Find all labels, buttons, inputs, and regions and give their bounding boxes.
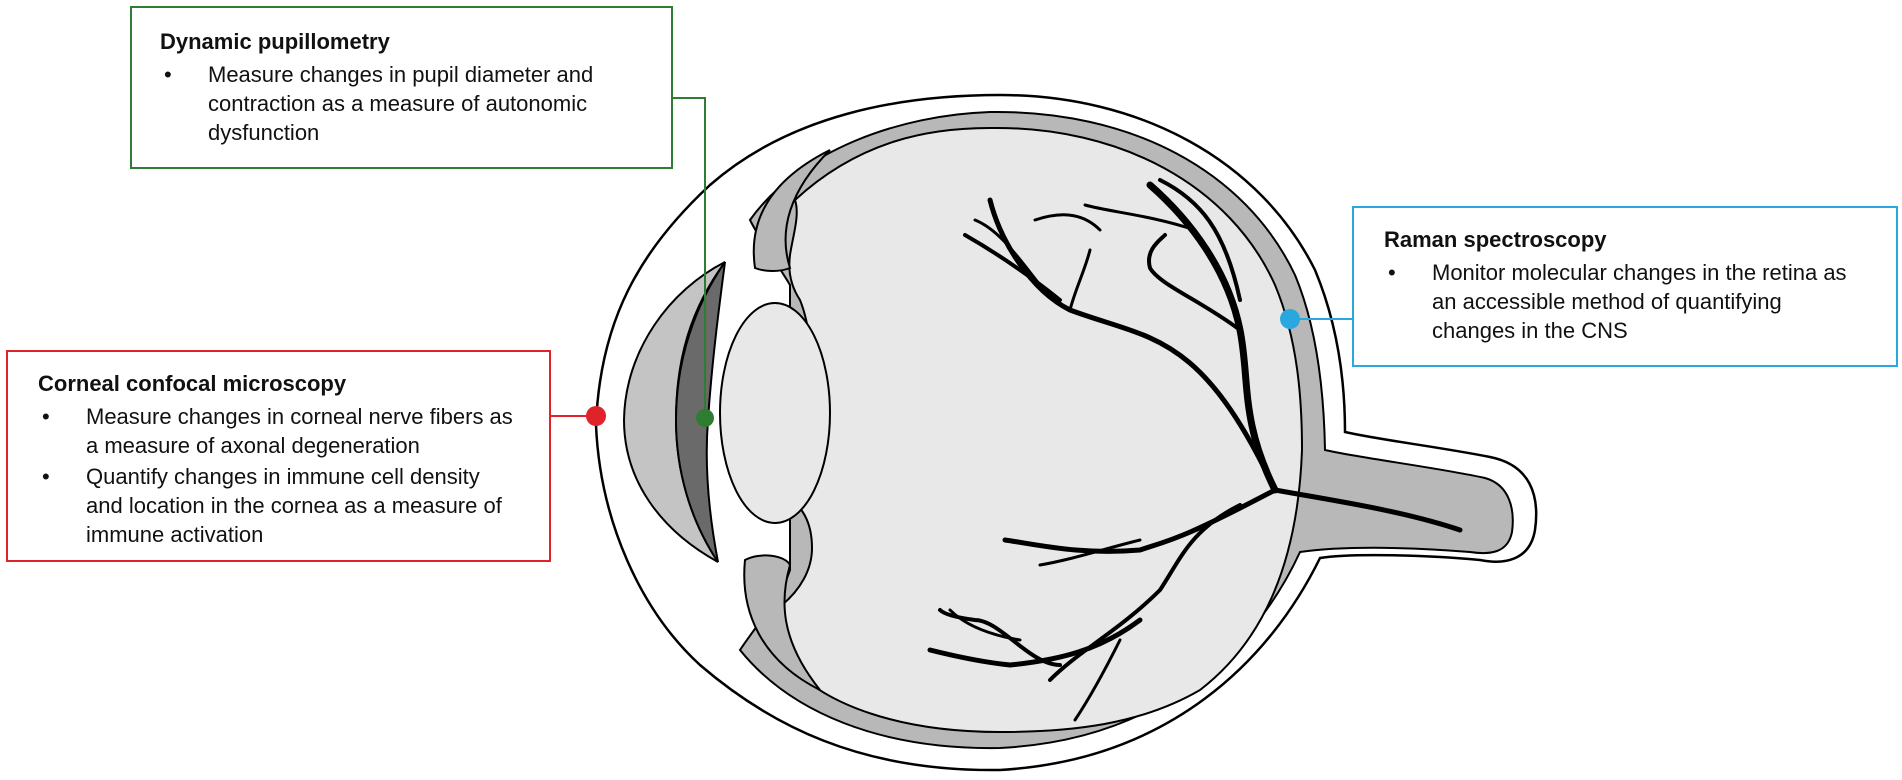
pupillometry-connector [673,97,706,418]
corneal-marker [586,406,606,426]
corneal-title: Corneal confocal microscopy [38,371,347,396]
ciliary-body-upper [752,149,831,272]
raman-title: Raman spectroscopy [1384,227,1607,252]
raman-marker [1280,309,1300,329]
raman-callout: Raman spectroscopy Monitor molecular cha… [1352,206,1898,367]
lens [719,302,831,524]
corneal-item: Measure changes in corneal nerve fibers … [38,402,519,460]
raman-list: Monitor molecular changes in the retina … [1384,258,1866,345]
ciliary-body-lower [743,554,821,691]
corneal-item: Quantify changes in immune cell density … [38,462,519,549]
corneal-callout: Corneal confocal microscopy Measure chan… [6,350,551,562]
pupillometry-marker [696,409,714,427]
pupillometry-list: Measure changes in pupil diameter and co… [160,60,643,147]
pupillometry-title: Dynamic pupillometry [160,29,390,54]
corneal-list: Measure changes in corneal nerve fibers … [38,402,519,549]
pupillometry-callout: Dynamic pupillometry Measure changes in … [130,6,673,169]
raman-item: Monitor molecular changes in the retina … [1384,258,1866,345]
pupillometry-item: Measure changes in pupil diameter and co… [160,60,643,147]
retinal-blood-vessels [927,178,1463,722]
